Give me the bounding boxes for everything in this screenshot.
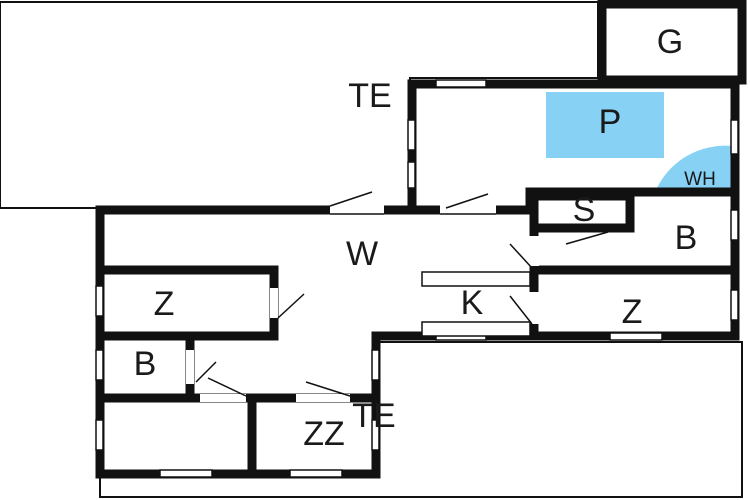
door-gap xyxy=(200,394,246,402)
doors xyxy=(186,191,609,402)
sauna-label: S xyxy=(573,191,596,229)
door-swing xyxy=(207,377,247,397)
door-gap xyxy=(529,236,539,266)
window xyxy=(95,349,104,381)
door-swing xyxy=(565,231,609,245)
door-gap xyxy=(440,205,496,215)
door-swing xyxy=(445,193,489,209)
kitchen-counter xyxy=(421,271,531,287)
garage-label: G xyxy=(657,23,683,61)
pool xyxy=(546,92,664,158)
walls xyxy=(95,0,747,479)
window xyxy=(407,161,416,189)
bedroom-twin-label: ZZ xyxy=(303,415,345,453)
window xyxy=(609,332,663,341)
windows xyxy=(95,79,739,478)
door-gap xyxy=(529,292,539,324)
window xyxy=(371,419,380,451)
door-swing xyxy=(277,293,305,319)
window xyxy=(95,419,104,451)
window xyxy=(371,349,380,381)
living-label: W xyxy=(346,235,378,273)
whirlpool-label: WH xyxy=(684,169,716,190)
terrace-top-label: TE xyxy=(348,77,391,115)
window xyxy=(730,119,739,155)
bedroom-left-label: Z xyxy=(154,285,175,323)
door-swing xyxy=(509,243,533,269)
whirlpool xyxy=(656,145,732,190)
pool-room-wall xyxy=(407,79,740,197)
door-gap xyxy=(270,288,278,318)
window xyxy=(435,79,487,88)
window xyxy=(730,289,739,321)
door-swing xyxy=(305,381,351,397)
door-swing xyxy=(195,361,217,383)
left-bedroom-wall xyxy=(99,265,279,341)
kitchen-label: K xyxy=(461,284,484,322)
door-gap xyxy=(186,350,194,384)
window xyxy=(289,469,343,478)
lower-right-terrace-outline xyxy=(99,341,743,498)
bedroom-right-label: Z xyxy=(622,293,643,331)
door-swing xyxy=(329,191,373,207)
room-labels: G TE P WH S B W K Z Z B ZZ TE xyxy=(134,23,716,453)
window xyxy=(730,209,739,241)
kitchen-counter xyxy=(421,321,531,337)
bath-right-label: B xyxy=(675,219,698,257)
door-swing xyxy=(509,295,533,325)
pool-label: P xyxy=(599,103,622,141)
door-gap xyxy=(296,394,350,402)
window xyxy=(159,469,213,478)
bath-left-label: B xyxy=(134,345,157,383)
door-gap xyxy=(330,205,384,215)
garage-wall xyxy=(597,0,747,85)
upper-left-terrace-outline xyxy=(0,1,599,209)
terrace-bottom-label: TE xyxy=(352,397,395,435)
window xyxy=(95,285,104,317)
kitchen-counters xyxy=(421,271,531,337)
window xyxy=(407,119,416,151)
